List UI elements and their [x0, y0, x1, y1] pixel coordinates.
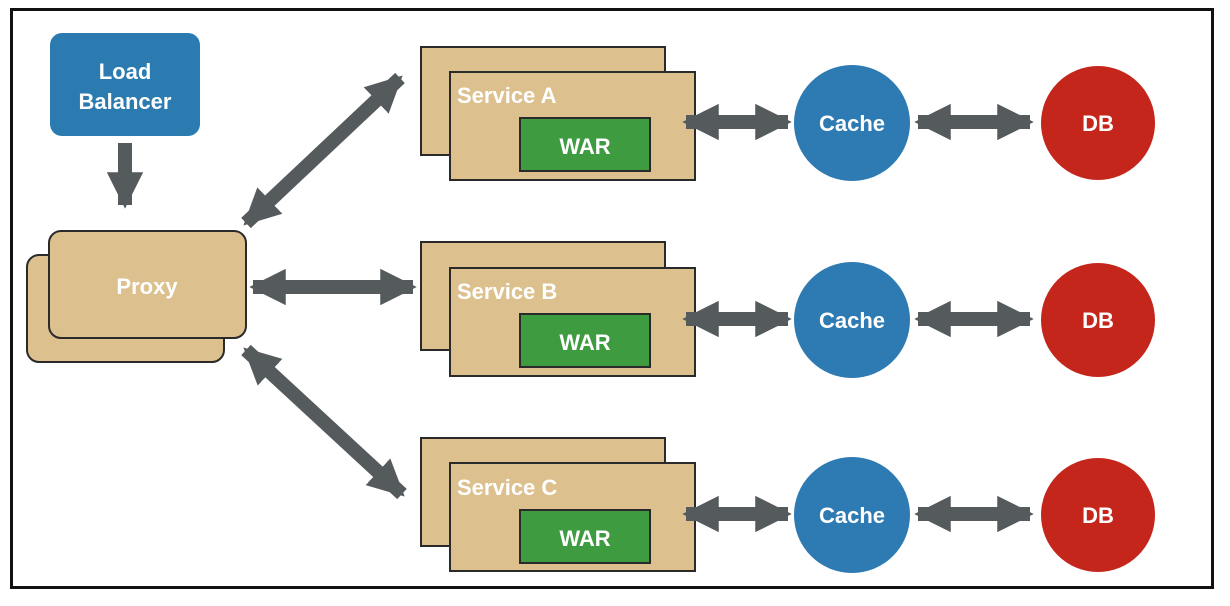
service-a-war	[519, 117, 651, 172]
proxy-service-a-arrow	[241, 72, 405, 229]
service-b-war-label: WAR	[559, 330, 610, 355]
proxy-label: Proxy	[116, 274, 178, 299]
proxy: Proxy	[26, 230, 247, 363]
load-balancer-label-line1: Load	[99, 59, 152, 84]
service-b-db	[1041, 263, 1155, 377]
service-c-db	[1041, 458, 1155, 572]
service-c-cache	[794, 457, 910, 573]
service-b-war	[519, 313, 651, 368]
service-a-war-label: WAR	[559, 134, 610, 159]
service-c-war-label: WAR	[559, 526, 610, 551]
service-b-label: Service B	[457, 279, 557, 304]
service-b-cache	[794, 262, 910, 378]
service-b-row: Service B WAR Cache DB	[420, 241, 1155, 378]
service-c-war	[519, 509, 651, 564]
service-b-db-label: DB	[1082, 308, 1114, 333]
service-c-db-label: DB	[1082, 503, 1114, 528]
service-a-db	[1041, 66, 1155, 180]
service-b-cache-label: Cache	[819, 308, 885, 333]
service-a-cache	[794, 65, 910, 181]
load-balancer-box	[50, 33, 200, 136]
proxy-box-front	[48, 230, 247, 339]
service-a-db-label: DB	[1082, 111, 1114, 136]
service-a-label: Service A	[457, 83, 557, 108]
service-c-row: Service C WAR Cache DB	[420, 437, 1155, 573]
load-balancer: Load Balancer	[50, 33, 200, 136]
service-c-label: Service C	[457, 475, 557, 500]
service-c-cache-label: Cache	[819, 503, 885, 528]
service-a-row: Service A WAR Cache DB	[420, 46, 1155, 181]
service-a-cache-label: Cache	[819, 111, 885, 136]
load-balancer-label-line2: Balancer	[79, 89, 172, 114]
proxy-service-c-arrow	[241, 344, 407, 500]
